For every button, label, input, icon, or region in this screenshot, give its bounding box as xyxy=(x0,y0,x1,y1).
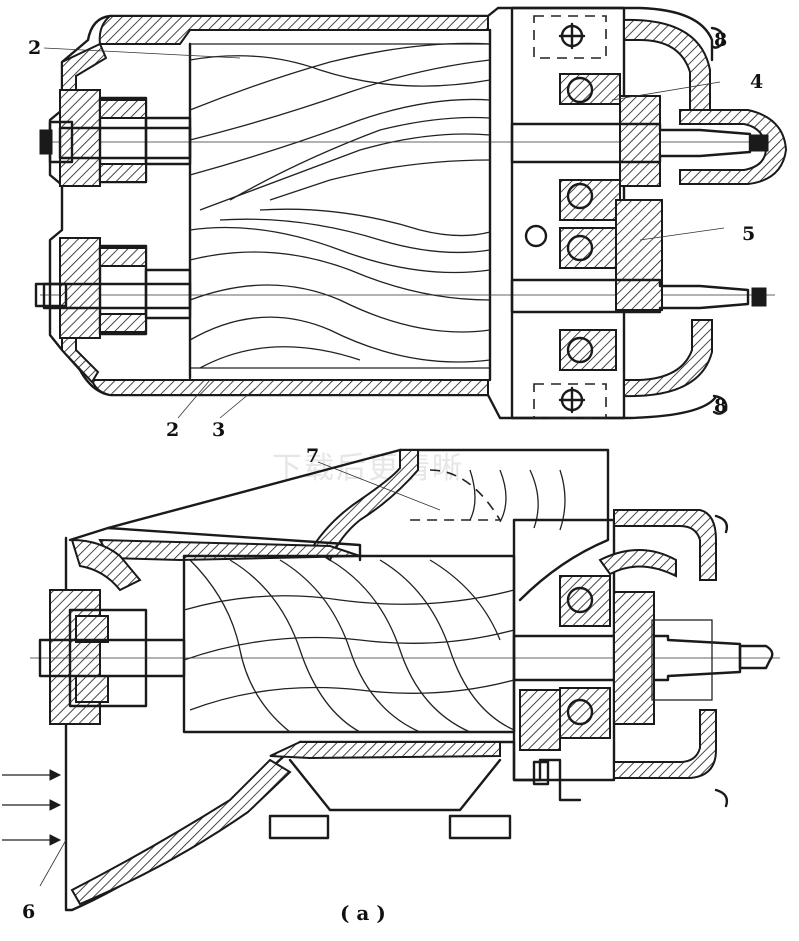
left-shaft-upper xyxy=(58,126,192,160)
callout-6: 6 xyxy=(22,901,35,923)
lower-right-bearing xyxy=(519,575,655,751)
lower-right-end-cap-top xyxy=(613,509,717,581)
watermark: 下载后更清晰 xyxy=(272,451,464,486)
leader-4 xyxy=(611,81,721,101)
left-shaft-lower xyxy=(42,282,192,310)
lifting-lug-bottom xyxy=(712,394,728,415)
left-casing-curve xyxy=(70,538,142,592)
inlet-flow-arrows xyxy=(2,769,62,846)
bolt-middle xyxy=(524,224,548,248)
right-end-cap-lower xyxy=(623,319,713,398)
left-bearing-upper xyxy=(39,89,192,187)
upper-casing-wall-bottom xyxy=(90,379,489,396)
leader-2-top xyxy=(43,47,241,59)
suction-inlet-wall xyxy=(70,758,292,906)
leader-5 xyxy=(639,227,725,241)
bearing-cover-top xyxy=(533,15,607,59)
leader-6 xyxy=(39,839,67,887)
callout-7: 7 xyxy=(306,445,319,467)
callout-2: 2 xyxy=(166,419,179,441)
lower-rotor-body xyxy=(182,554,516,734)
discharge-hatch-strokes xyxy=(469,469,566,531)
leader-7 xyxy=(317,461,441,511)
figure-caption: ( a ) xyxy=(340,901,386,925)
mounting-foot-right xyxy=(448,814,512,840)
callout-5: 5 xyxy=(742,223,755,245)
male-rotor-shaft xyxy=(510,122,752,164)
lower-right-end-cap-bottom xyxy=(613,709,717,779)
bearing-cover-bottom xyxy=(533,383,607,419)
mounting-foot-frame xyxy=(288,758,502,812)
callout-8-top: 8 xyxy=(714,29,727,51)
callout-2-top: 2 xyxy=(28,37,41,59)
callout-8-bottom: 8 xyxy=(714,395,727,417)
female-rotor-shaft xyxy=(510,278,750,314)
discharge-port-outline xyxy=(398,448,610,602)
left-bearing-lower xyxy=(34,237,192,339)
lower-section-view xyxy=(2,448,780,912)
male-rotor-helix xyxy=(189,42,491,211)
upper-section-view xyxy=(34,6,788,420)
coupling-guard xyxy=(651,619,713,701)
foot-bolt xyxy=(532,760,550,786)
mounting-foot-left xyxy=(268,814,330,840)
lower-main-shaft xyxy=(38,634,742,682)
discharge-port-hidden xyxy=(410,469,502,521)
leader-2 xyxy=(177,379,211,419)
lifting-lug-top xyxy=(710,26,725,49)
callout-4: 4 xyxy=(750,71,763,93)
right-bearing-upper xyxy=(559,73,661,221)
lower-right-scroll xyxy=(598,549,677,578)
shaft-coupling-end xyxy=(738,644,774,670)
callout-3: 3 xyxy=(212,419,225,441)
lower-right-lug xyxy=(714,514,729,808)
lower-casing-bottom xyxy=(298,740,582,802)
lower-rotor-helix xyxy=(183,559,515,733)
upper-casing-wall-top xyxy=(98,15,489,45)
drive-shaft-housing xyxy=(679,109,788,185)
right-bearing-lower xyxy=(559,199,663,371)
leader-3 xyxy=(219,387,257,419)
female-rotor-helix xyxy=(189,208,491,369)
lower-casing-wall-bottom xyxy=(269,741,501,760)
lower-casing-top xyxy=(68,448,402,562)
